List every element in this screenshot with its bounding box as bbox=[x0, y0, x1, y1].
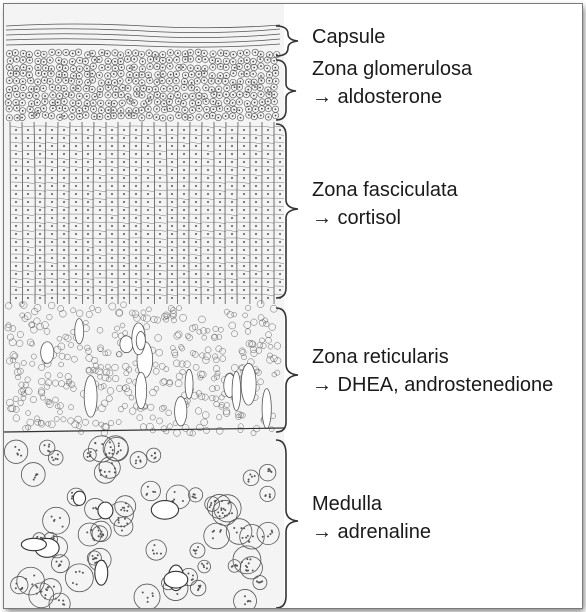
figure-frame bbox=[4, 4, 582, 608]
fasciculata-label: Zona fasciculata → cortisol bbox=[312, 176, 458, 232]
medulla-brace-icon bbox=[276, 440, 298, 608]
glomerulosa-brace-icon bbox=[276, 60, 296, 120]
capsule-name: Capsule bbox=[312, 23, 385, 51]
glomerulosa-name: Zona glomerulosa bbox=[312, 55, 472, 83]
medulla-label: Medulla → adrenaline bbox=[312, 490, 431, 546]
medulla-product: → adrenaline bbox=[312, 518, 431, 546]
reticularis-name: Zona reticularis bbox=[312, 343, 553, 371]
fasciculata-product: → cortisol bbox=[312, 204, 458, 232]
glomerulosa-product: → aldosterone bbox=[312, 83, 472, 111]
medulla-name: Medulla bbox=[312, 490, 431, 518]
zone-braces bbox=[4, 4, 582, 608]
capsule-label: Capsule bbox=[312, 23, 385, 51]
fasciculata-name: Zona fasciculata bbox=[312, 176, 458, 204]
reticularis-label: Zona reticularis → DHEA, androstenedione bbox=[312, 343, 553, 399]
glomerulosa-label: Zona glomerulosa → aldosterone bbox=[312, 55, 472, 111]
capsule-brace-icon bbox=[276, 26, 298, 56]
reticularis-brace-icon bbox=[276, 308, 298, 432]
reticularis-product: → DHEA, androstenedione bbox=[312, 371, 553, 399]
fasciculata-brace-icon bbox=[276, 124, 298, 298]
